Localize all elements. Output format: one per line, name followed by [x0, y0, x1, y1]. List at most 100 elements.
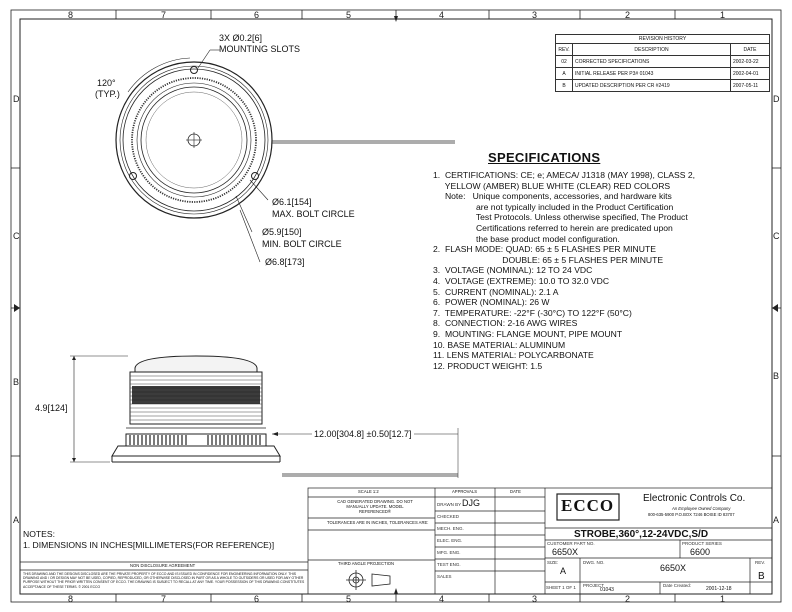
zone-top-1: 1	[720, 10, 726, 20]
revision-history-title: REVISION HISTORY	[555, 34, 770, 44]
spec-line: 2. FLASH MODE: QUAD: 65 ± 5 FLASHES PER …	[433, 244, 656, 255]
zone-right-a: A	[773, 515, 780, 525]
date-cell: 2002-04-01	[730, 67, 770, 80]
checked-label: CHECKED	[437, 514, 460, 519]
spec-line: 7. TEMPERATURE: -22°F (-30°C) TO 122°F (…	[433, 307, 632, 318]
date-created-label: Date Created:	[663, 583, 692, 588]
mfg-eng-label: MFG. ENG.	[437, 550, 461, 555]
rev-label: REV.	[755, 560, 766, 565]
description-cell: INITIAL RELEASE PER P3# 01043	[572, 67, 731, 80]
description-cell: CORRECTED SPECIFICATIONS	[572, 55, 731, 68]
spec-line: 3. VOLTAGE (NOMINAL): 12 TO 24 VDC	[433, 265, 593, 276]
rev-cell: A	[555, 67, 573, 80]
zone-bottom-3: 3	[532, 594, 538, 604]
project-value: 01043	[600, 587, 614, 593]
cad-note: CAD GENERATED DRAWING. DO NOT MANUALLY U…	[337, 499, 413, 514]
spec-line: 8. CONNECTION: 2-16 AWG WIRES	[433, 318, 578, 329]
product-series-label: PRODUCT SERIES	[682, 541, 722, 546]
date-cell: 2007-05-11	[730, 79, 770, 92]
zone-top-2: 2	[625, 10, 631, 20]
spec-line: 6. POWER (NOMINAL): 26 W	[433, 297, 550, 308]
date-label: DATE	[510, 489, 521, 494]
max-bolt-label: MAX. BOLT CIRCLE	[272, 209, 355, 219]
zone-bottom-4: 4	[439, 594, 445, 604]
mounting-slots-dim: 3X Ø0.2[6]	[219, 33, 263, 43]
company-address: 800-635-5900 P.O.BOX 7246 BOISE ID 83707	[648, 512, 735, 517]
zone-right-b: B	[773, 371, 780, 381]
elec-eng-label: ELEC. ENG.	[437, 538, 463, 543]
date-header: DATE	[730, 43, 770, 56]
zone-top-4: 4	[439, 10, 445, 20]
zone-bottom-1: 1	[720, 594, 726, 604]
notes-line-1: 1. DIMENSIONS IN INCHES[MILLIMETERS(FOR …	[23, 540, 275, 550]
height-dim: 4.9[124]	[35, 403, 68, 413]
specifications-list: 1. CERTIFICATIONS: CE; e; AMECA/ J1318 (…	[433, 170, 773, 371]
scale-label: SCALE 1:2	[358, 489, 379, 494]
size-value: A	[560, 566, 567, 576]
rev-cell: B	[555, 79, 573, 92]
ecco-logo: ECCO	[561, 496, 615, 515]
zone-top-7: 7	[161, 10, 167, 20]
rev-header: REV.	[555, 43, 573, 56]
spec-line: 10. BASE MATERIAL: ALUMINUM	[433, 339, 566, 350]
sheet-label: SHEET 1 OF 1	[546, 585, 576, 590]
min-bolt-label: MIN. BOLT CIRCLE	[262, 239, 342, 249]
dwg-no-value: 6650X	[660, 563, 687, 573]
customer-part-value: 6650X	[552, 547, 579, 557]
zone-left-c: C	[13, 231, 20, 241]
specifications-title: SPECIFICATIONS	[488, 150, 601, 165]
cable-length-dim: 12.00[304.8] ±0.50[12.7]	[312, 429, 414, 439]
nda-text: THIS DRAWING AND THE DESIGNS DISCLOSED A…	[23, 572, 305, 589]
spec-line: 5. CURRENT (NOMINAL): 2.1 A	[433, 286, 559, 297]
company-name: Electronic Controls Co.	[643, 493, 746, 504]
notes-title: NOTES:	[23, 529, 55, 539]
zone-right-d: D	[773, 94, 780, 104]
test-eng-label: TEST ENG.	[437, 562, 461, 567]
zone-top-8: 8	[68, 10, 74, 20]
spec-line: Note: Unique components, accessories, an…	[433, 191, 672, 202]
approvals-label: APPROVALS	[452, 489, 478, 494]
drawing-title: STROBE,360°,12-24VDC,S/D	[574, 529, 709, 540]
spec-line: 9. MOUNTING: FLANGE MOUNT, PIPE MOUNT	[433, 328, 623, 339]
spec-line: 11. LENS MATERIAL: POLYCARBONATE	[433, 350, 594, 361]
revision-row: 02 CORRECTED SPECIFICATIONS 2002-03-22	[555, 55, 770, 68]
mech-eng-label: MECH. ENG.	[437, 526, 464, 531]
min-bolt-dim: Ø5.9[150]	[262, 227, 302, 237]
zone-bottom-8: 8	[68, 594, 74, 604]
spec-line: are not typically included in the Produc…	[433, 201, 674, 212]
angle-typ: (TYP.)	[95, 89, 120, 99]
rev-value: B	[758, 571, 765, 582]
zone-right-c: C	[773, 231, 780, 241]
description-cell: UPDATED DESCRIPTION PER CR #2419	[572, 79, 731, 92]
zone-top-3: 3	[532, 10, 538, 20]
zone-bottom-7: 7	[161, 594, 167, 604]
spec-line: 1. CERTIFICATIONS: CE; e; AMECA/ J1318 (…	[433, 170, 696, 180]
spec-line: Test Protocols. Unless otherwise specifi…	[433, 212, 688, 223]
zone-left-a: A	[13, 515, 20, 525]
mounting-slots-label: MOUNTING SLOTS	[219, 44, 301, 54]
max-bolt-dim: Ø6.1[154]	[272, 197, 312, 207]
zone-left-b: B	[13, 377, 20, 387]
nda-title: NON DISCLOSURE AGREEMENT	[130, 563, 196, 568]
dwg-no-label: DWG. NO.	[583, 560, 605, 565]
company-subtitle: An Employee Owned Company	[672, 506, 731, 511]
zone-bottom-6: 6	[254, 594, 260, 604]
drawn-by-label: DRAWN BY	[437, 502, 462, 507]
outer-diameter-dim: Ø6.8[173]	[265, 257, 305, 267]
revision-row: A INITIAL RELEASE PER P3# 01043 2002-04-…	[555, 67, 770, 80]
zone-top-6: 6	[254, 10, 260, 20]
description-header: DESCRIPTION	[572, 43, 731, 56]
revision-history-table: REVISION HISTORY REV. DESCRIPTION DATE 0…	[555, 34, 770, 92]
zone-top-5: 5	[346, 10, 352, 20]
spec-line: 12. PRODUCT WEIGHT: 1.5	[433, 360, 543, 371]
zone-left-d: D	[13, 94, 20, 104]
tolerances-note: TOLERANCES ARE IN INCHES, TOLERANCES ARE…	[327, 520, 429, 525]
spec-line: YELLOW (AMBER) BLUE WHITE (CLEAR) RED CO…	[433, 180, 671, 191]
project-label: PROJECT	[583, 583, 605, 588]
spec-line: Certifications referred to herein are pr…	[433, 222, 673, 233]
drawn-by-value: DJG	[462, 498, 480, 508]
angle-dim: 120°	[97, 78, 116, 88]
spec-line: the base product model configuration.	[433, 233, 620, 244]
date-cell: 2002-03-22	[730, 55, 770, 68]
